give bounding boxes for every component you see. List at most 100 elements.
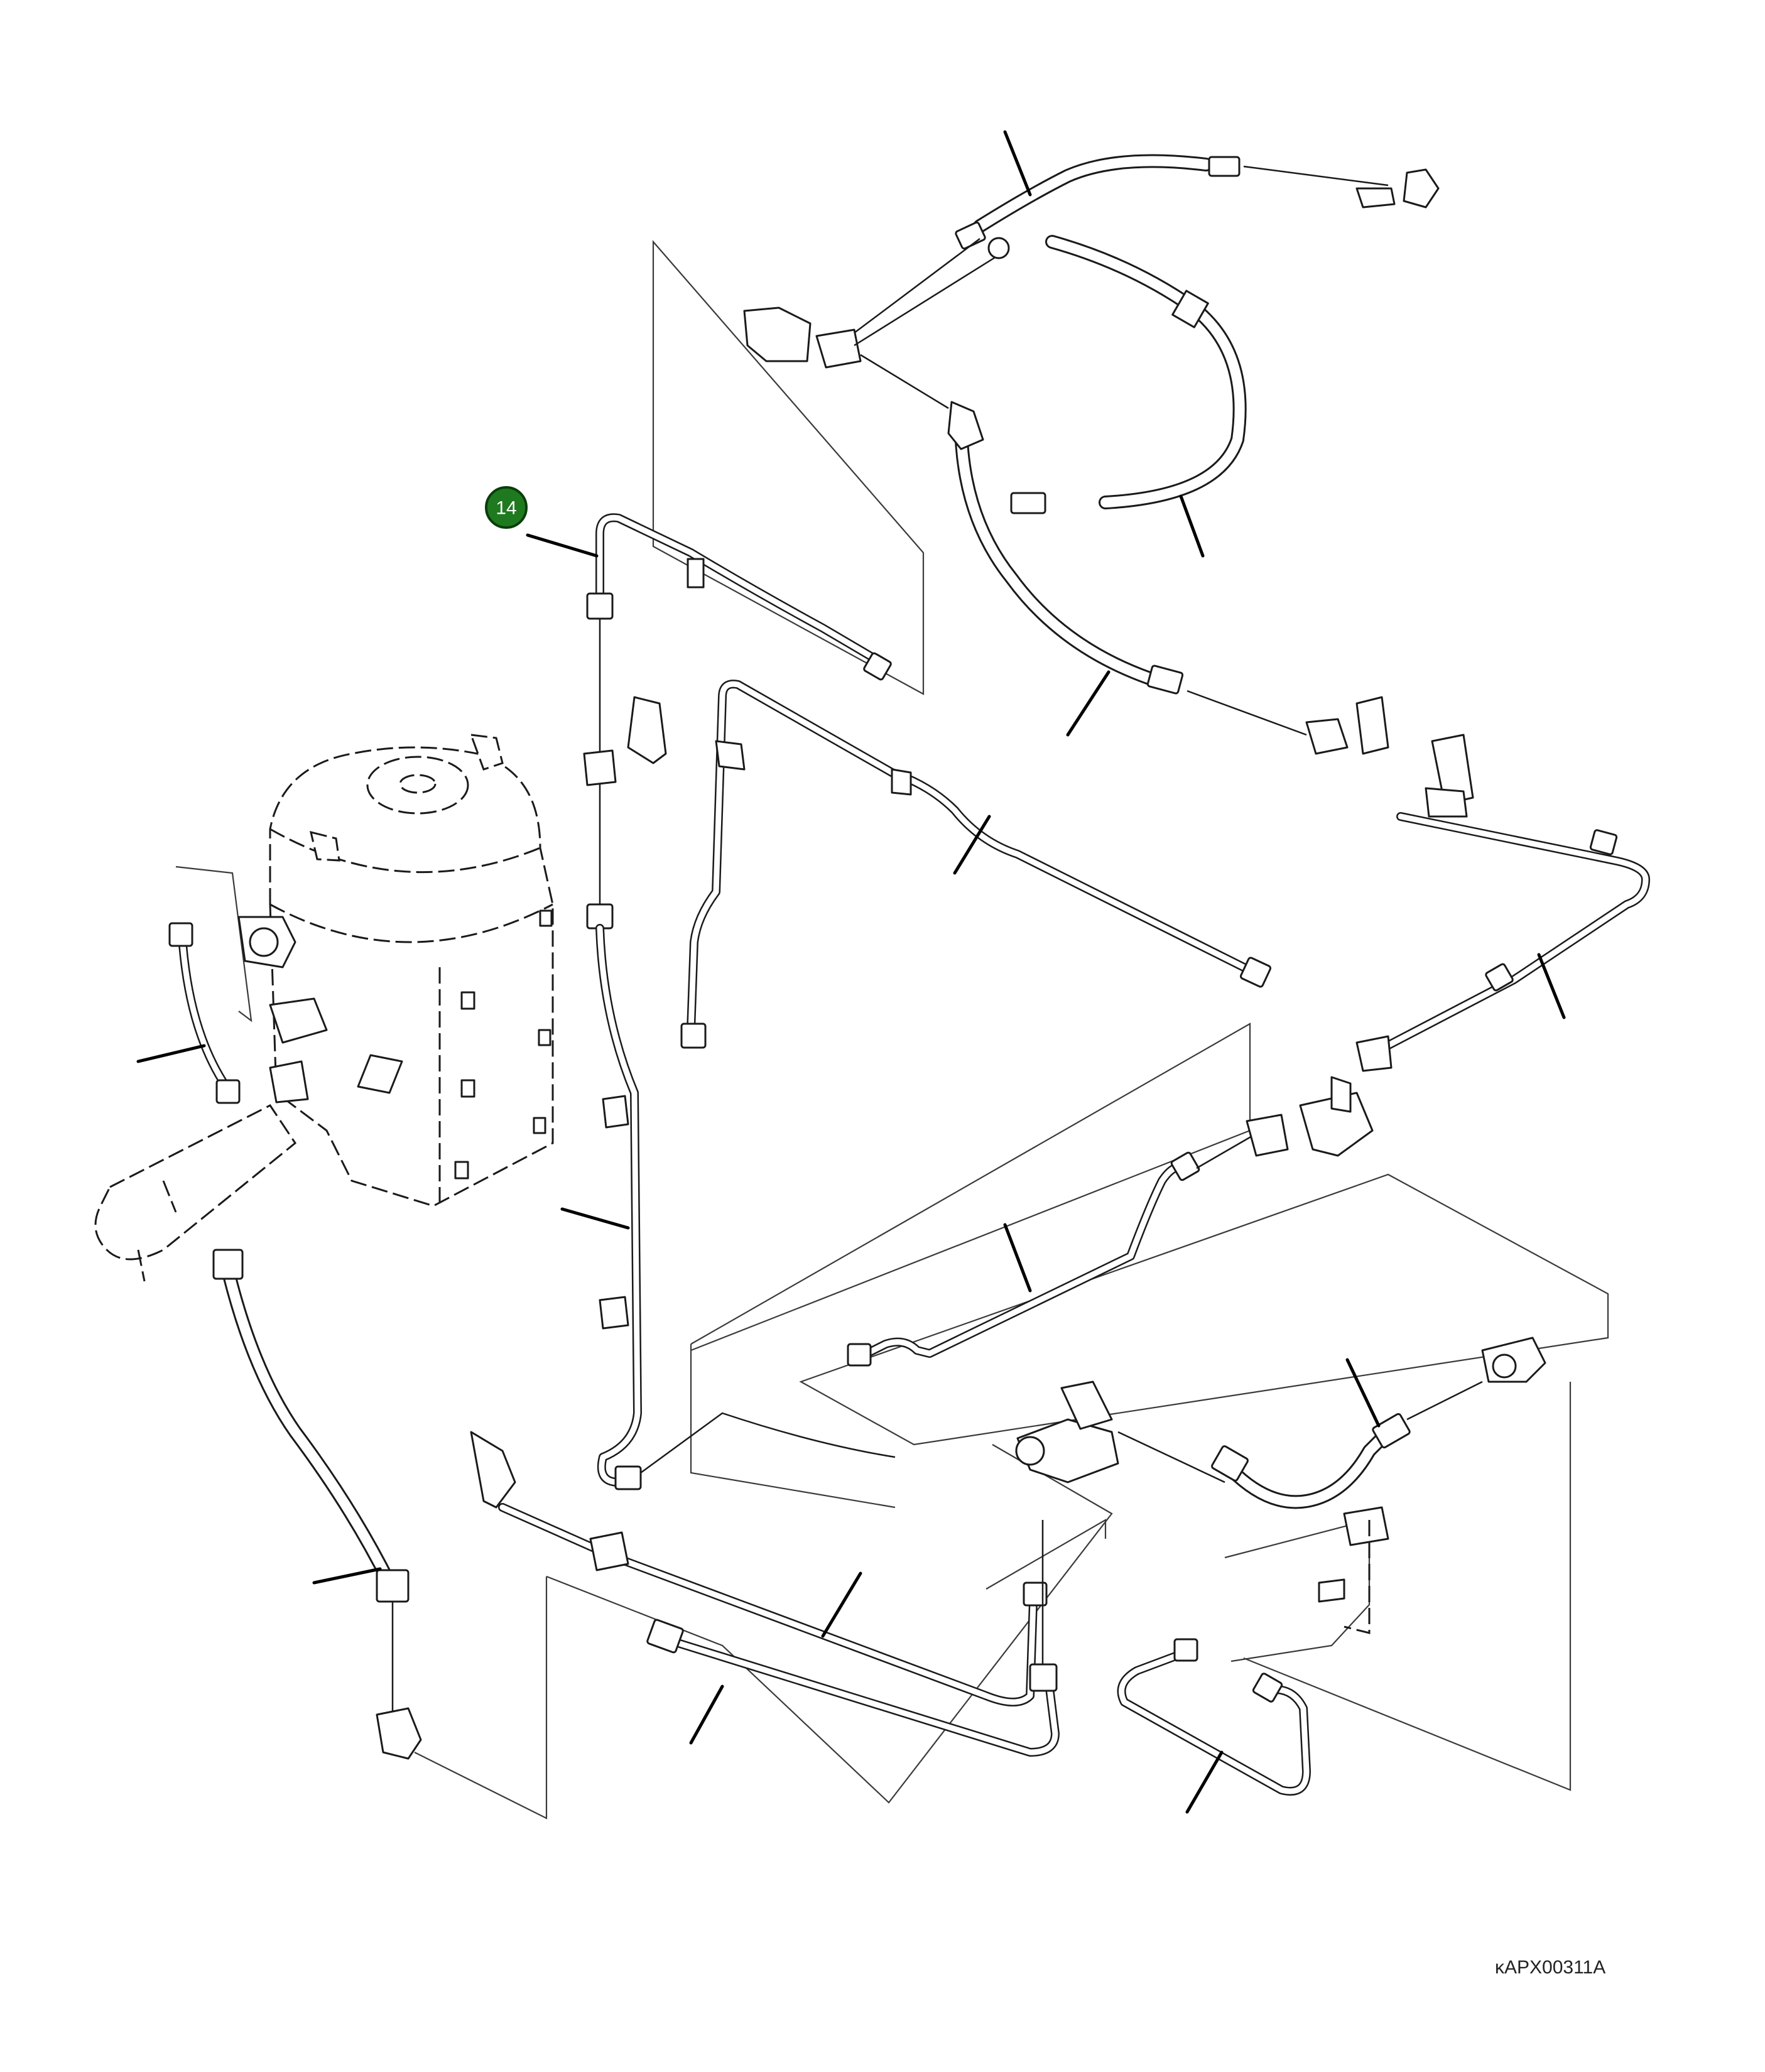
hose-clamp <box>1171 290 1209 328</box>
middle-plane <box>690 1022 1251 1352</box>
lower-tubes <box>470 1431 1060 1757</box>
bolt <box>533 1117 546 1134</box>
tube-nut <box>1170 1151 1200 1181</box>
tank-cap-center <box>399 774 437 794</box>
callout-circle[interactable] <box>485 486 528 529</box>
tube-nut <box>1239 957 1272 988</box>
tube-nut <box>1173 1638 1198 1662</box>
bottom-left-plane <box>414 1576 548 1820</box>
leader-line <box>312 1567 382 1585</box>
tank-lifting-eye <box>469 734 504 771</box>
tank-seam <box>269 828 541 873</box>
loop-hose <box>1010 235 1247 514</box>
tank-valve-port <box>249 927 279 957</box>
bottom-elbow <box>376 1707 422 1760</box>
hose-end-fitting <box>1372 1413 1411 1449</box>
upper-tee-fitting <box>815 328 862 369</box>
middle-right-elbow <box>1305 718 1349 755</box>
right-lower-bracket <box>1344 1520 1371 1634</box>
far-right-plane <box>1243 1382 1572 1791</box>
manifold-pipe <box>94 1104 297 1261</box>
left-vertical-tube <box>583 513 896 1490</box>
right-short-hose <box>1211 1337 1546 1509</box>
bolt <box>539 909 553 927</box>
tube-elbow <box>1355 1035 1393 1072</box>
leader-line <box>136 1044 206 1063</box>
callout-14-leader <box>526 533 599 558</box>
leader-line <box>1003 1223 1032 1293</box>
hose-end-fitting <box>168 922 193 947</box>
tube-clip <box>891 768 912 796</box>
leader-lines <box>136 130 1566 1814</box>
tube-clip <box>715 740 746 771</box>
reservoir-tank <box>94 734 554 1282</box>
right-lower-elbow <box>1343 1506 1389 1546</box>
manifold-elbow <box>269 1060 309 1104</box>
tube-clip <box>687 558 705 589</box>
tube-nut <box>1252 1673 1283 1703</box>
middle-tee <box>1246 1114 1289 1157</box>
hose-end-fitting <box>1146 664 1184 695</box>
upper-elbow-fitting <box>1403 168 1440 209</box>
air-lines <box>168 154 1650 1796</box>
tank-drain-hose <box>212 1249 422 1760</box>
tube-nut <box>614 1465 642 1490</box>
manifold-tee <box>357 1054 403 1094</box>
hose-elbow <box>947 401 984 450</box>
lower-mid-plane <box>986 1519 1107 1590</box>
lower-valve-body <box>1016 1418 1119 1483</box>
lower-right-tube <box>1117 1506 1389 1796</box>
tube-nut <box>1023 1581 1048 1607</box>
bracket-valve <box>1425 787 1468 818</box>
upper-supply-hose <box>955 154 1440 250</box>
figure-id: ᴋAPX00311A <box>1495 1957 1605 1978</box>
upper-tee-block <box>743 306 812 362</box>
upper-bracket <box>1355 187 1396 209</box>
manifold-leg <box>137 1249 146 1282</box>
hose-end-fitting <box>215 1079 241 1104</box>
callout-14[interactable]: 14 <box>485 486 528 529</box>
tank-small-hose <box>168 922 241 1104</box>
lower-valve-port <box>1015 1436 1045 1466</box>
lower-elbow <box>470 1431 516 1509</box>
right-lower-fitting <box>1318 1578 1345 1603</box>
tube-nut <box>586 592 614 620</box>
upper-tee-assembly <box>743 237 1010 410</box>
middle-breather <box>1330 1076 1352 1113</box>
lower-valve-assembly <box>1015 1380 1225 1483</box>
tube-clip <box>602 1095 629 1129</box>
leader-line <box>953 815 991 875</box>
tank-eye-left <box>309 830 340 862</box>
descending-hose <box>947 401 1389 755</box>
mid-tube <box>847 1076 1374 1367</box>
bolt <box>460 991 475 1010</box>
lower-right-plane <box>1224 1519 1371 1662</box>
leader-line <box>821 1571 862 1638</box>
hose-end-fitting <box>955 221 986 250</box>
bolt <box>460 1079 475 1098</box>
middle-right-bracket <box>1355 696 1389 755</box>
frame-plane <box>690 1344 896 1509</box>
hose-end-fitting <box>212 1249 244 1280</box>
tube-nut <box>847 1343 872 1367</box>
tube-nut <box>680 1022 707 1049</box>
tube-tee <box>589 1531 629 1571</box>
right-tube <box>1355 734 1650 1072</box>
tube-nut <box>1589 829 1618 855</box>
hose-end-fitting <box>376 1569 410 1603</box>
leader-line <box>1537 953 1566 1019</box>
right-plane <box>799 1173 1609 1446</box>
upper-plane <box>652 240 925 695</box>
tube-bracket <box>627 696 667 764</box>
leader-line <box>1179 494 1205 558</box>
bolt <box>538 1029 551 1046</box>
bracket-fitting <box>1431 734 1474 805</box>
bolt <box>454 1161 469 1180</box>
hose-end-fitting <box>1010 492 1046 514</box>
tank-port-fitting <box>269 997 328 1044</box>
tank-band <box>269 903 553 943</box>
tank-bracket-plane <box>175 865 253 1022</box>
tube-nut <box>1029 1663 1058 1692</box>
leader-line <box>689 1684 724 1745</box>
